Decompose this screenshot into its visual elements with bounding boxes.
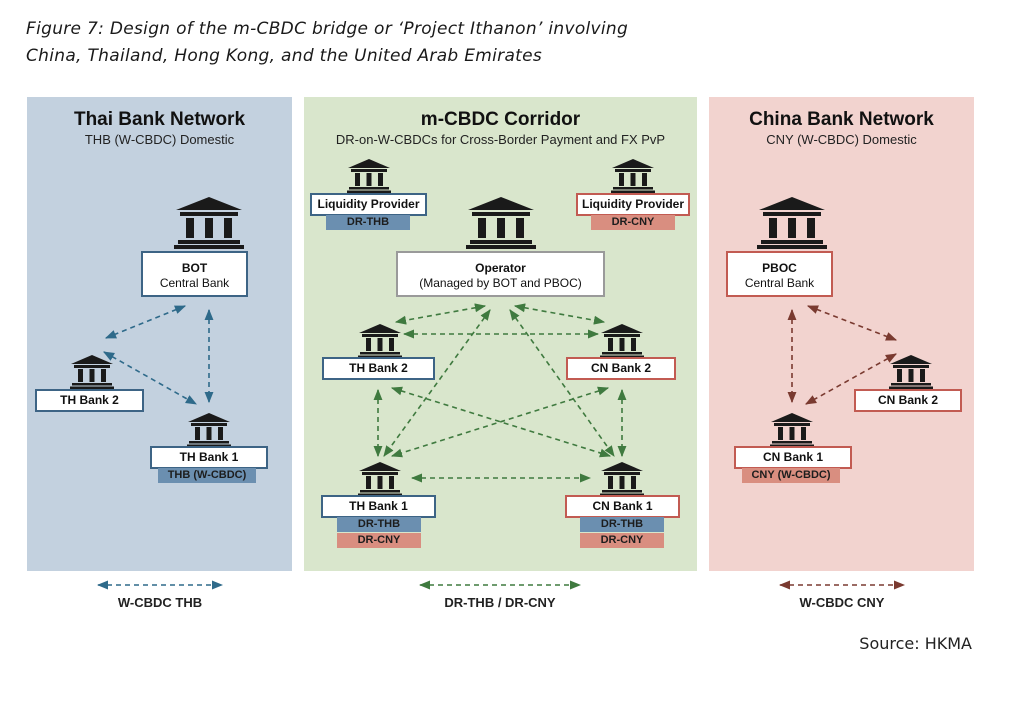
caption-line-1: Figure 7: Design of the m-CBDC bridge or… [26, 19, 629, 39]
node-role: Central Bank [159, 276, 230, 290]
arrow-op-th2 [394, 303, 487, 325]
dr-thb-tag: DR-THB [326, 215, 410, 230]
cny-w-cbdc-tag: CNY (W-CBDC) [742, 468, 840, 483]
bank-building-icon [889, 355, 933, 389]
dr-thb-tag: DR-THB [580, 517, 664, 532]
dr-cny-tag: DR-CNY [337, 533, 421, 548]
panel-subtitle: THB (W-CBDC) Domestic [84, 132, 235, 147]
cn-bank-2-box: CN Bank 2 [854, 389, 962, 412]
bank-building-icon [600, 462, 644, 496]
node-name: Operator [475, 261, 526, 275]
node-name: TH Bank 1 [349, 499, 408, 513]
operator-box: Operator (Managed by BOT and PBOC) [396, 251, 605, 297]
liquidity-provider-thb-box: Liquidity Provider [310, 193, 427, 216]
node-name: TH Bank 2 [60, 393, 119, 407]
bank-building-icon [187, 413, 231, 447]
legend-w-cbdc-thb: W-CBDC THB [117, 595, 203, 610]
thb-w-cbdc-tag: THB (W-CBDC) [158, 468, 256, 483]
arrow-cn2-th1 [390, 386, 610, 458]
node-name: TH Bank 2 [349, 361, 408, 375]
bank-building-icon [358, 324, 402, 358]
bank-building-icon [770, 413, 814, 447]
corridor-cn-bank-2-box: CN Bank 2 [566, 357, 676, 380]
dr-thb-tag: DR-THB [337, 517, 421, 532]
bank-building-icon [70, 355, 114, 389]
node-role: Central Bank [744, 276, 815, 290]
corridor-th-bank-2-box: TH Bank 2 [322, 357, 435, 380]
bank-building-icon [174, 197, 244, 249]
arrow-pboc-cn2 [806, 305, 898, 341]
source-note: Source: HKMA [859, 634, 972, 653]
arrow-op-cn1 [509, 309, 615, 457]
bank-building-icon [358, 462, 402, 496]
pboc-central-bank-box: PBOC Central Bank [726, 251, 833, 297]
caption-line-2: China, Thailand, Hong Kong, and the Unit… [26, 46, 543, 66]
node-name: Liquidity Provider [581, 197, 684, 211]
corridor-cn-bank-1-box: CN Bank 1 [565, 495, 680, 518]
node-name: CN Bank 1 [592, 499, 653, 513]
node-name: Liquidity Provider [317, 197, 420, 211]
liquidity-provider-cny-box: Liquidity Provider [576, 193, 690, 216]
bot-central-bank-box: BOT Central Bank [141, 251, 248, 297]
corridor-th-bank-1-box: TH Bank 1 [321, 495, 436, 518]
panel-title: China Bank Network [749, 109, 934, 130]
node-name: CN Bank 1 [762, 450, 824, 464]
cn-bank-1-box: CN Bank 1 [734, 446, 852, 469]
node-name: PBOC [762, 261, 797, 275]
arrow-bot-th-bank2 [104, 305, 187, 339]
bank-building-icon [466, 197, 536, 249]
panel-subtitle: CNY (W-CBDC) Domestic [766, 132, 917, 147]
bank-building-icon [600, 324, 644, 358]
node-name: BOT [181, 261, 208, 275]
node-name: CN Bank 2 [877, 393, 939, 407]
bank-building-icon [347, 159, 391, 193]
legend-dr-thb-dr-cny: DR-THB / DR-CNY [444, 595, 556, 610]
legend-w-cbdc-cny: W-CBDC CNY [799, 595, 885, 610]
node-name: TH Bank 1 [179, 450, 239, 464]
panel-subtitle: DR-on-W-CBDCs for Cross-Border Payment a… [335, 132, 666, 147]
bank-building-icon [757, 197, 827, 249]
dr-cny-tag: DR-CNY [591, 215, 675, 230]
arrow-cn2-cn1 [805, 353, 897, 405]
panel-title: Thai Bank Network [73, 109, 246, 130]
figure-caption: Figure 7: Design of the m-CBDC bridge or… [26, 16, 746, 70]
node-role: (Managed by BOT and PBOC) [419, 276, 582, 290]
panel-title: m-CBDC Corridor [420, 109, 581, 130]
dr-cny-tag: DR-CNY [580, 533, 664, 548]
node-name: CN Bank 2 [590, 361, 652, 375]
arrow-op-cn2 [513, 303, 606, 325]
th-bank-2-box: TH Bank 2 [35, 389, 144, 412]
bank-building-icon [611, 159, 655, 193]
th-bank-1-box: TH Bank 1 [150, 446, 268, 469]
